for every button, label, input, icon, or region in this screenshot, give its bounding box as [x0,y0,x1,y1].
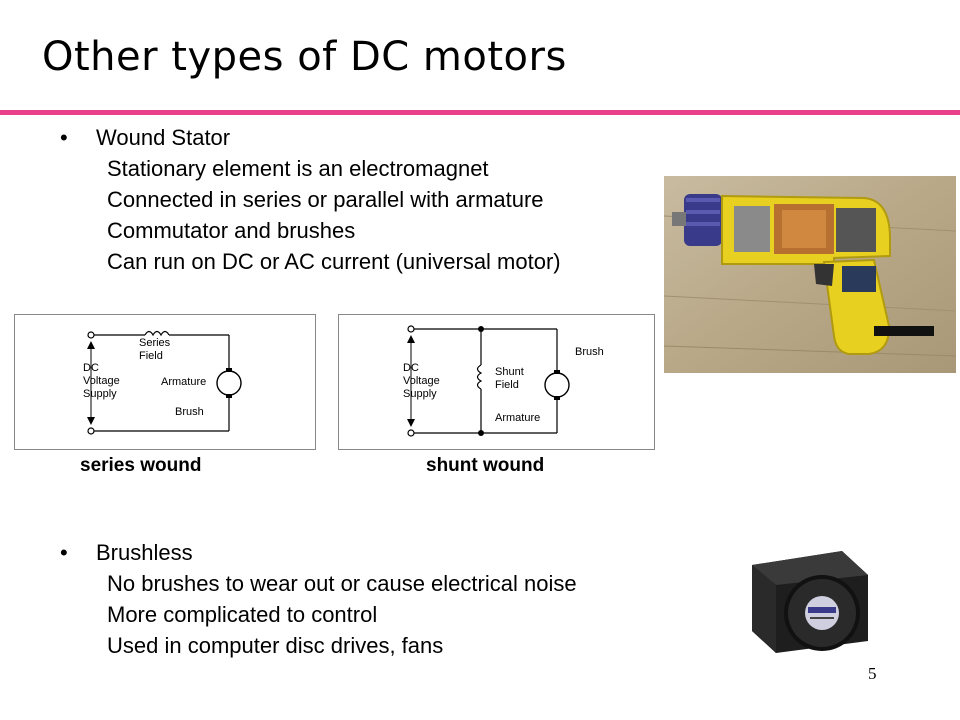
shunt-wound-caption: shunt wound [426,455,545,476]
drill-photo [663,176,957,373]
series-voltage-label: Voltage [83,375,120,387]
shunt-field-label-1: Shunt [495,366,524,378]
series-field-label-1: Series [139,337,171,349]
title-rule [0,110,960,115]
drill-illustration [663,176,957,373]
fan-illustration [752,551,868,653]
bullet-item: • Wound Stator [60,122,561,153]
sub-line: Commutator and brushes [107,218,356,243]
sub-line: Connected in series or parallel with arm… [107,187,544,212]
shunt-field-label-2: Field [495,379,519,391]
sub-line: More complicated to control [107,602,378,627]
slide-title: Other types of DC motors [42,34,567,80]
series-dc-label: DC [83,362,99,374]
bullet-heading: Wound Stator [96,125,231,150]
shunt-wound-diagram: DC Voltage Supply Shunt Field Brush Arma… [338,314,655,450]
sub-line: No brushes to wear out or cause electric… [107,571,577,596]
bullet-section-brushless: • Brushless No brushes to wear out or ca… [60,537,577,661]
sub-line: Stationary element is an electromagnet [107,156,489,181]
series-supply-label: Supply [83,388,117,400]
shunt-voltage-label: Voltage [403,375,440,387]
series-wound-caption: series wound [80,455,202,476]
series-field-label-2: Field [139,350,163,362]
bullet-dot: • [60,540,68,565]
series-circuit: Series Field DC Voltage Supply Armature … [83,330,242,435]
shunt-armature-label: Armature [495,412,540,424]
bullet-item: • Brushless [60,537,577,568]
page-number: 5 [868,664,877,683]
bullet-heading: Brushless [96,540,193,565]
sub-line: Used in computer disc drives, fans [107,633,444,658]
bullet-section-wound-stator: • Wound Stator Stationary element is an … [60,122,561,277]
series-brush-label: Brush [175,406,204,418]
sub-line: Can run on DC or AC current (universal m… [107,249,561,274]
shunt-supply-label: Supply [403,388,437,400]
shunt-circuit: DC Voltage Supply Shunt Field Brush Arma… [403,325,604,437]
shunt-brush-label: Brush [575,346,604,358]
series-wound-diagram: Series Field DC Voltage Supply Armature … [14,314,316,450]
series-armature-label: Armature [161,376,206,388]
shunt-dc-label: DC [403,362,419,374]
fan-photo [746,545,872,657]
bullet-dot: • [60,125,68,150]
